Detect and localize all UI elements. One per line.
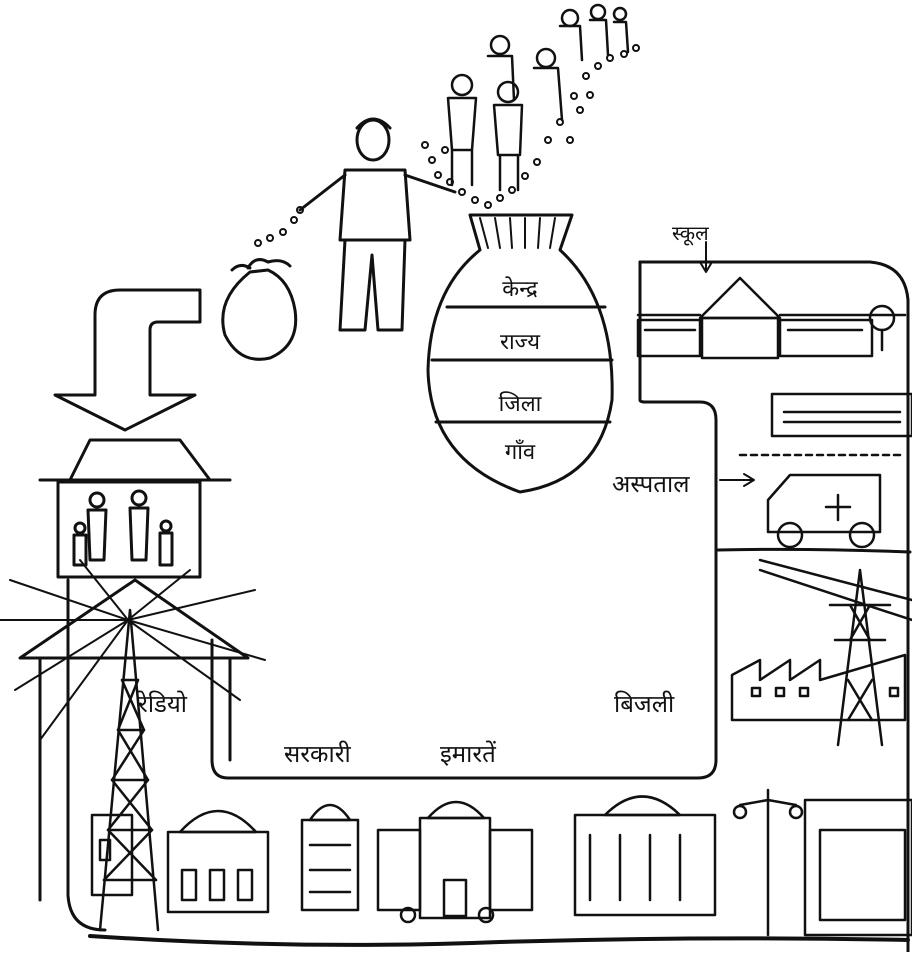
hospital-building — [738, 392, 912, 457]
hospital-pointer-arrow — [719, 473, 755, 487]
falling-coins-small — [254, 206, 304, 247]
radio-waves — [0, 559, 266, 741]
school-pointer-arrow — [699, 241, 713, 273]
factory — [730, 653, 907, 722]
small-money-bag — [221, 258, 298, 361]
label-hospital: अस्पताल — [612, 470, 690, 498]
gov-building-1 — [166, 809, 270, 914]
man-figure — [298, 117, 457, 332]
big-pot — [426, 213, 614, 494]
inner-road-path — [210, 260, 718, 780]
pot-level-center: केन्द्र — [502, 276, 538, 302]
bottom-ground-line — [88, 934, 910, 947]
label-government: सरकारी — [284, 740, 352, 768]
pot-level-district: जिला — [499, 391, 542, 417]
crowd-figures — [446, 3, 630, 192]
pot-neck-folds — [479, 217, 556, 249]
electricity-tower — [758, 558, 912, 747]
label-school: स्कूल — [672, 221, 709, 246]
gov-building-4 — [573, 795, 717, 917]
small-tower-building — [90, 813, 134, 897]
radio-house — [18, 578, 250, 902]
label-electricity: बिजली — [614, 690, 675, 718]
label-buildings: इमारतें — [440, 740, 497, 768]
family-house — [38, 438, 232, 579]
pot-level-village: गाँव — [505, 439, 536, 465]
pot-level-state: राज्य — [500, 330, 541, 355]
gov-building-2 — [300, 803, 360, 912]
coin-stream — [421, 44, 640, 209]
outer-road-path — [66, 260, 910, 954]
ambulance — [766, 473, 882, 549]
hospital-ground — [716, 547, 912, 554]
corner-building — [803, 798, 912, 937]
label-radio: रेडियो — [137, 690, 188, 718]
street-lamp — [732, 788, 804, 937]
school-building — [636, 276, 907, 360]
gov-building-3 — [376, 800, 534, 924]
pot-divider-lines — [430, 305, 614, 424]
bent-arrow — [53, 288, 202, 432]
